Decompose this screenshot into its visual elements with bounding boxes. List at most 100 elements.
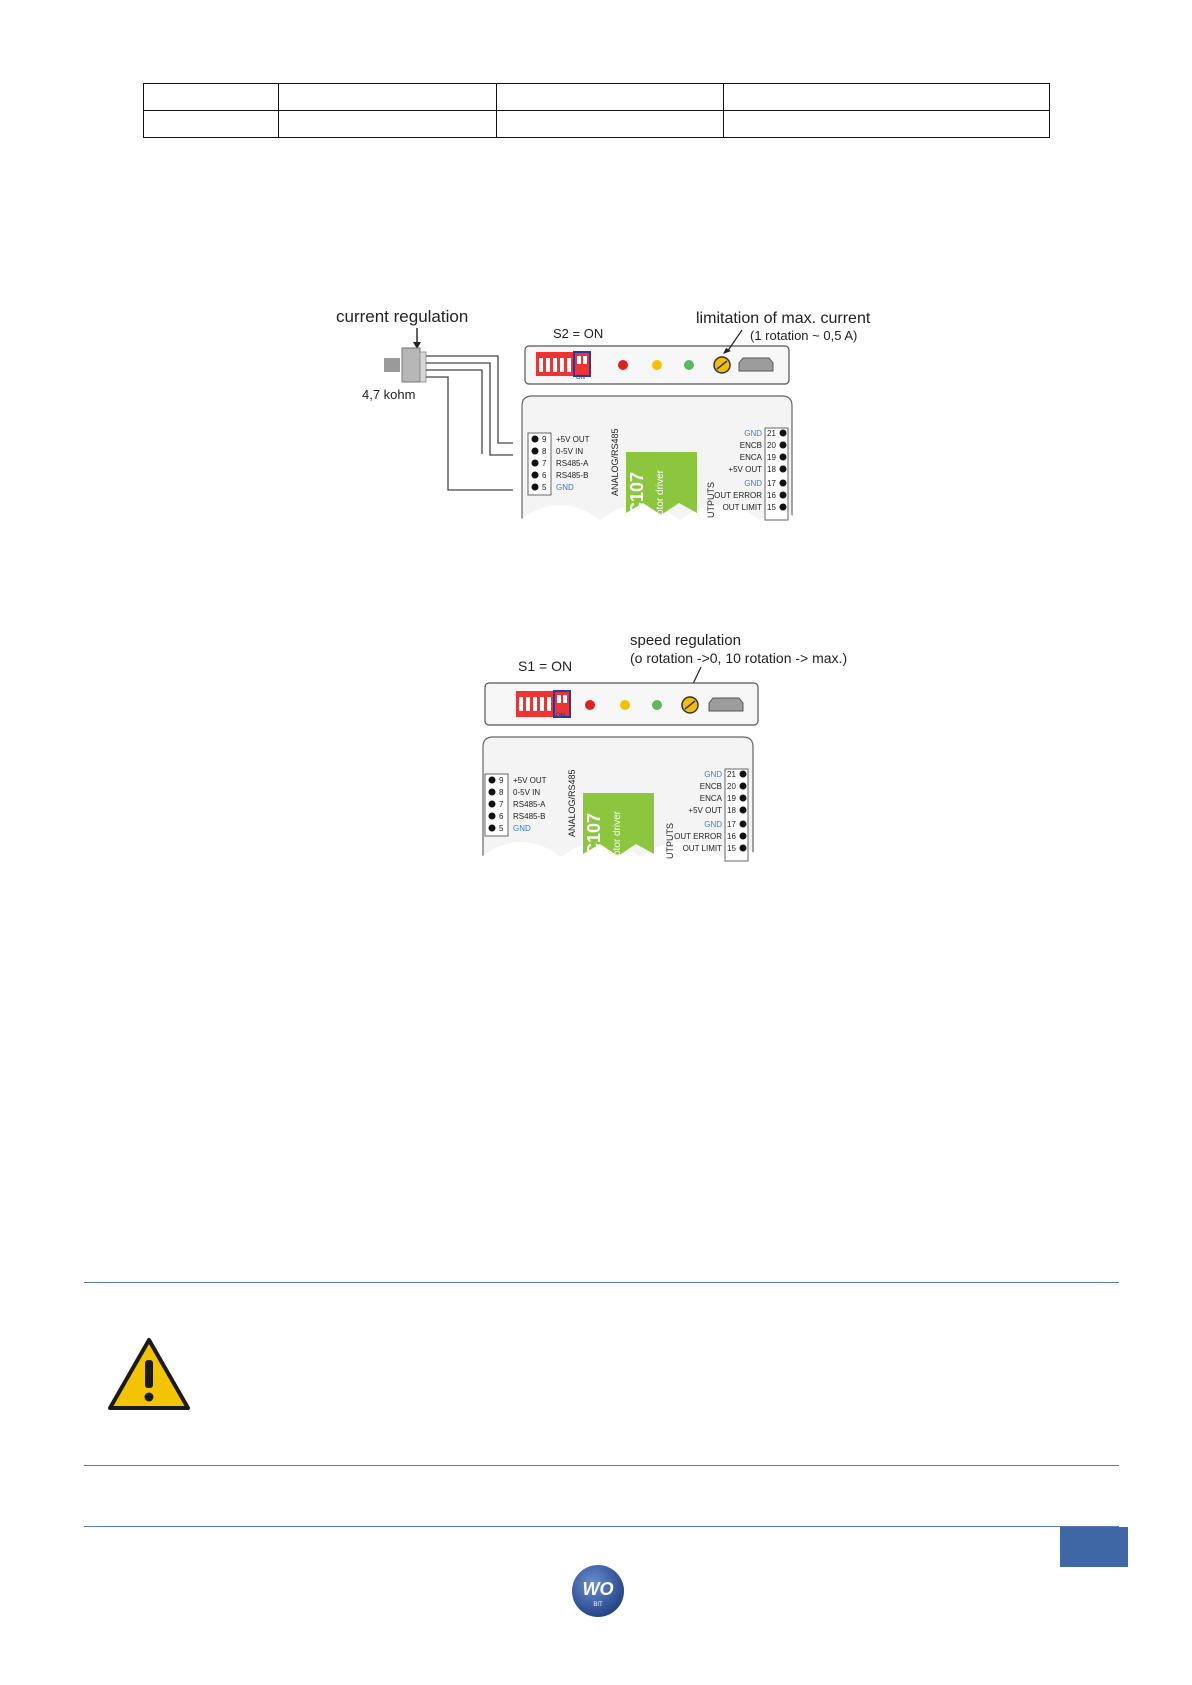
switch-label: S1 = ON [518, 658, 572, 674]
svg-text:21: 21 [767, 429, 776, 438]
svg-text:ENCA: ENCA [700, 794, 723, 803]
led-panel: ON [484, 682, 759, 726]
left-connector: 9 8 7 6 5 +5V OUT 0-5V IN RS485-A RS485-… [484, 773, 547, 837]
svg-text:ENCA: ENCA [740, 453, 763, 462]
svg-text:5: 5 [499, 824, 504, 833]
table-cell [278, 83, 497, 111]
limitation-label: limitation of max. current [696, 310, 871, 327]
svg-text:6: 6 [542, 471, 547, 480]
led-yellow-icon [620, 700, 630, 710]
section-label-right: UTPUTS [665, 823, 675, 859]
svg-text:+5V OUT: +5V OUT [688, 806, 722, 815]
wobit-logo: WO BIT [572, 1565, 624, 1617]
svg-text:+5V OUT: +5V OUT [513, 776, 547, 785]
svg-text:+5V OUT: +5V OUT [556, 435, 590, 444]
svg-text:C107: C107 [627, 472, 647, 515]
speed-regulation-label: speed regulation [630, 632, 741, 649]
svg-text:8: 8 [499, 788, 504, 797]
potentiometer-value: 4,7 kohm [362, 387, 415, 402]
svg-text:5: 5 [542, 483, 547, 492]
svg-text:6: 6 [499, 812, 504, 821]
dip-on-label: ON [576, 375, 585, 381]
svg-text:21: 21 [727, 770, 736, 779]
right-connector: 21 20 19 18 17 16 15 GND ENCB ENCA +5V O… [714, 427, 789, 521]
right-connector: 21 20 19 18 17 16 15 GND ENCB ENCA +5V O… [674, 768, 749, 862]
svg-text:18: 18 [727, 806, 736, 815]
table-row [143, 110, 1050, 138]
svg-text:C107: C107 [584, 813, 604, 856]
svg-text:19: 19 [727, 794, 736, 803]
section-label-left: ANALOG/RS485 [610, 428, 620, 496]
usb-port-icon [708, 697, 744, 712]
table-cell [143, 110, 279, 138]
chip: C107 otor driver [626, 452, 697, 515]
led-red-icon [585, 700, 595, 710]
svg-text:7: 7 [499, 800, 504, 809]
svg-text:0-5V IN: 0-5V IN [513, 788, 540, 797]
potentiometer-icon [384, 347, 427, 383]
warning-triangle-icon [108, 1338, 190, 1410]
svg-text:17: 17 [727, 820, 736, 829]
svg-text:16: 16 [727, 832, 736, 841]
svg-text:RS485-A: RS485-A [513, 800, 546, 809]
warning-bottom-rule [84, 1465, 1119, 1466]
svg-text:OUT LIMIT: OUT LIMIT [683, 844, 723, 853]
svg-text:ENCB: ENCB [740, 441, 762, 450]
svg-text:8: 8 [542, 447, 547, 456]
svg-text:RS485-B: RS485-B [513, 812, 545, 821]
speed-regulation-diagram: S1 = ON speed regulation (o rotation ->0… [481, 632, 847, 867]
svg-text:7: 7 [542, 459, 547, 468]
table-cell [496, 110, 724, 138]
spec-table [143, 83, 1050, 138]
svg-text:GND: GND [704, 820, 722, 829]
svg-text:OUT LIMIT: OUT LIMIT [723, 503, 763, 512]
svg-text:GND: GND [513, 824, 531, 833]
current-regulation-diagram: current regulation 4,7 kohm ON S2 = ON [336, 307, 871, 532]
svg-text:OUT ERROR: OUT ERROR [674, 832, 722, 841]
speed-regulation-note: (o rotation ->0, 10 rotation -> max.) [630, 650, 847, 666]
page-number [1060, 1527, 1128, 1567]
section-label-right: UTPUTS [706, 482, 716, 518]
left-connector: 9 8 7 6 5 +5V OUT 0-5V IN RS485-A RS485-… [527, 432, 590, 496]
led-panel: ON [524, 345, 790, 385]
table-cell [723, 110, 1050, 138]
svg-text:17: 17 [767, 479, 776, 488]
svg-text:otor driver: otor driver [655, 469, 666, 515]
limitation-note: (1 rotation ~ 0,5 A) [750, 328, 857, 343]
switch-label: S2 = ON [553, 326, 603, 341]
dip-on-label: ON [556, 713, 565, 719]
svg-text:otor driver: otor driver [612, 810, 623, 856]
svg-text:GND: GND [744, 429, 762, 438]
table-row [143, 83, 1050, 111]
svg-text:GND: GND [556, 483, 574, 492]
table-cell [496, 83, 724, 111]
svg-text:GND: GND [704, 770, 722, 779]
table-cell [278, 110, 497, 138]
current-regulation-label: current regulation [336, 307, 468, 326]
section-label-left: ANALOG/RS485 [567, 769, 577, 837]
svg-text:9: 9 [499, 776, 504, 785]
usb-port-icon [738, 357, 774, 372]
svg-text:15: 15 [727, 844, 736, 853]
svg-text:20: 20 [727, 782, 736, 791]
svg-text:OUT ERROR: OUT ERROR [714, 491, 762, 500]
led-green-icon [652, 700, 662, 710]
svg-text:15: 15 [767, 503, 776, 512]
svg-text:18: 18 [767, 465, 776, 474]
svg-text:WO: WO [583, 1579, 614, 1599]
warning-top-rule [84, 1282, 1119, 1283]
svg-text:ENCB: ENCB [700, 782, 722, 791]
table-cell [143, 83, 279, 111]
svg-text:9: 9 [542, 435, 547, 444]
svg-text:RS485-A: RS485-A [556, 459, 589, 468]
svg-text:GND: GND [744, 479, 762, 488]
footer-rule [84, 1526, 1119, 1527]
svg-text:BIT: BIT [593, 1602, 603, 1608]
svg-text:RS485-B: RS485-B [556, 471, 588, 480]
led-yellow-icon [652, 360, 662, 370]
svg-text:19: 19 [767, 453, 776, 462]
table-cell [723, 83, 1050, 111]
chip: C107 otor driver [583, 793, 654, 856]
led-green-icon [684, 360, 694, 370]
svg-text:+5V OUT: +5V OUT [728, 465, 762, 474]
